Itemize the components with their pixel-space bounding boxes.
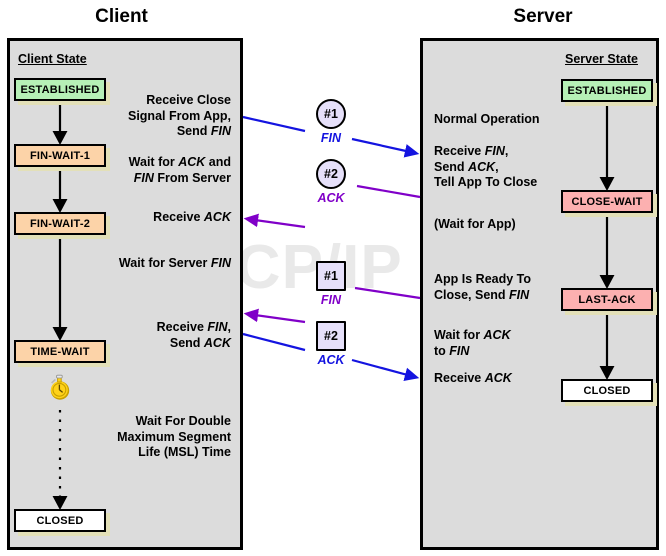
- server-column-title: Server: [513, 6, 573, 27]
- server-state-close-wait: CLOSE-WAIT: [561, 190, 653, 213]
- client-state-time-wait: TIME-WAIT: [14, 340, 106, 363]
- client-state-heading: Client State: [18, 52, 87, 66]
- message-marker-1-fin: #1: [316, 99, 346, 129]
- client-state-fin-wait-2: FIN-WAIT-2: [14, 212, 106, 235]
- stopwatch-icon: [50, 374, 70, 400]
- server-state-closed: CLOSED: [561, 379, 653, 402]
- message-label-3-fin: FIN: [320, 293, 342, 307]
- client-note-wait-for-server-fin: Wait for Server FIN: [118, 256, 231, 270]
- server-note-receive-fin-send-ack: Receive FIN,Send ACK,Tell App To Close: [434, 144, 538, 189]
- client-note-receive-fin-send-ack: Receive FIN,Send ACK: [156, 320, 231, 350]
- message-label-2-ack: ACK: [317, 191, 345, 205]
- message-marker-4-ack: #2: [316, 321, 346, 351]
- client-panel: [7, 38, 243, 550]
- server-note-normal-operation: Normal Operation: [434, 112, 540, 126]
- client-note-receive-ack: Receive ACK: [153, 210, 231, 224]
- server-state-established: ESTABLISHED: [561, 79, 653, 102]
- server-note-wait-for-app: (Wait for App): [434, 217, 516, 231]
- server-note-receive-ack: Receive ACK: [434, 371, 512, 385]
- message-marker-2-ack: #2: [316, 159, 346, 189]
- message-label-1-fin: FIN: [320, 131, 342, 145]
- message-marker-3-fin: #1: [316, 261, 346, 291]
- server-state-heading: Server State: [565, 52, 638, 66]
- client-state-established: ESTABLISHED: [14, 78, 106, 101]
- client-column-title: Client: [95, 6, 148, 27]
- client-state-closed: CLOSED: [14, 509, 106, 532]
- message-label-4-ack: ACK: [317, 353, 345, 367]
